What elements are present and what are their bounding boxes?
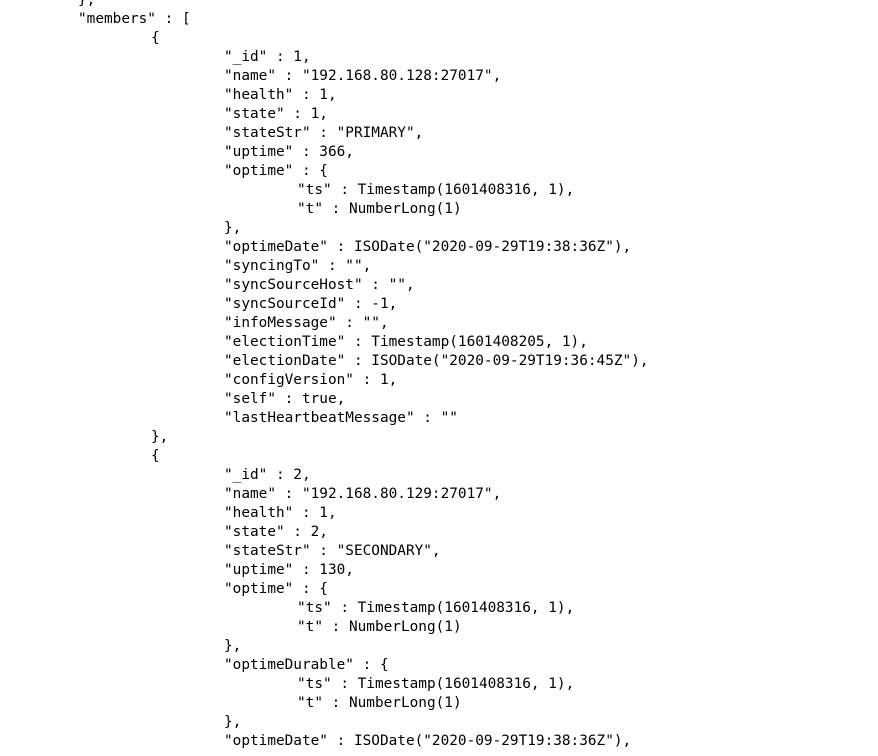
terminal-line: "state" : 1, — [224, 106, 328, 122]
terminal-line: "infoMessage" : "", — [224, 315, 389, 331]
terminal-line: "optimeDate" : ISODate("2020-09-29T19:38… — [224, 239, 632, 255]
terminal-line: "syncingTo" : "", — [224, 258, 372, 274]
terminal-line: "syncSourceHost" : "", — [224, 277, 415, 293]
terminal-line: "lastHeartbeatMessage" : "" — [224, 410, 458, 426]
terminal-line: }, — [78, 0, 96, 8]
terminal-line: "health" : 1, — [224, 87, 337, 103]
terminal-line: { — [151, 30, 160, 46]
terminal-line: }, — [224, 638, 242, 654]
terminal-line: "name" : "192.168.80.129:27017", — [224, 486, 502, 502]
terminal-line: "ts" : Timestamp(1601408316, 1), — [297, 182, 575, 198]
terminal-line: "state" : 2, — [224, 524, 328, 540]
terminal-line: "ts" : Timestamp(1601408316, 1), — [297, 676, 575, 692]
terminal-line: "t" : NumberLong(1) — [297, 619, 462, 635]
terminal-line: "_id" : 2, — [224, 467, 311, 483]
terminal-line: "optimeDurable" : { — [224, 657, 389, 673]
terminal-line: "name" : "192.168.80.128:27017", — [224, 68, 502, 84]
terminal-line: "_id" : 1, — [224, 49, 311, 65]
terminal-line: "ts" : Timestamp(1601408316, 1), — [297, 600, 575, 616]
terminal-line: "self" : true, — [224, 391, 346, 407]
terminal-line: "electionDate" : ISODate("2020-09-29T19:… — [224, 353, 649, 369]
terminal-line: "t" : NumberLong(1) — [297, 695, 462, 711]
terminal-line: "uptime" : 366, — [224, 144, 354, 160]
terminal-line: "configVersion" : 1, — [224, 372, 398, 388]
terminal-line: "optime" : { — [224, 581, 328, 597]
terminal-line: "health" : 1, — [224, 505, 337, 521]
terminal-line: "t" : NumberLong(1) — [297, 201, 462, 217]
terminal-line: "stateStr" : "PRIMARY", — [224, 125, 424, 141]
terminal-line: "electionTime" : Timestamp(1601408205, 1… — [224, 334, 588, 350]
terminal-line: "uptime" : 130, — [224, 562, 354, 578]
terminal-line: { — [151, 448, 160, 464]
terminal-line: }, — [224, 714, 242, 730]
terminal-line: "optime" : { — [224, 163, 328, 179]
terminal-line: "members" : [ — [78, 11, 191, 27]
terminal-line: }, — [224, 220, 242, 236]
terminal-line: "syncSourceId" : -1, — [224, 296, 398, 312]
terminal-line: }, — [151, 429, 169, 445]
terminal-line: "stateStr" : "SECONDARY", — [224, 543, 441, 559]
terminal-line: "optimeDate" : ISODate("2020-09-29T19:38… — [224, 733, 632, 749]
